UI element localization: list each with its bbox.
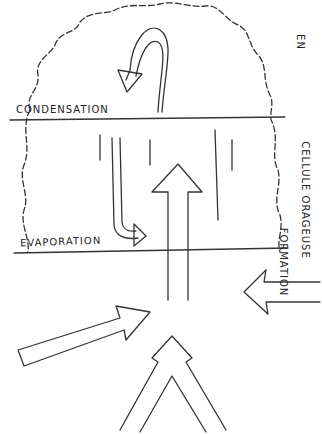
- process-label: CONDENSATION: [16, 104, 109, 116]
- title-word: CELLULE ORAGEUSE: [298, 141, 310, 258]
- circulation-arrow: [126, 28, 168, 112]
- process-label: EVAPORATION: [20, 235, 102, 250]
- inflow-arrow: [120, 336, 226, 432]
- condensation-line: [10, 117, 285, 120]
- arrow-head: [134, 224, 146, 246]
- cloud-outline: [29, 3, 281, 252]
- updraft-arrow: [152, 164, 202, 300]
- cloud-outline: [22, 110, 30, 252]
- arrow-head: [118, 70, 142, 92]
- title-word: FORMATION: [277, 228, 289, 297]
- inflow-arrow: [18, 306, 150, 366]
- evaporation-line: [14, 248, 288, 253]
- title-word: EN: [294, 34, 306, 50]
